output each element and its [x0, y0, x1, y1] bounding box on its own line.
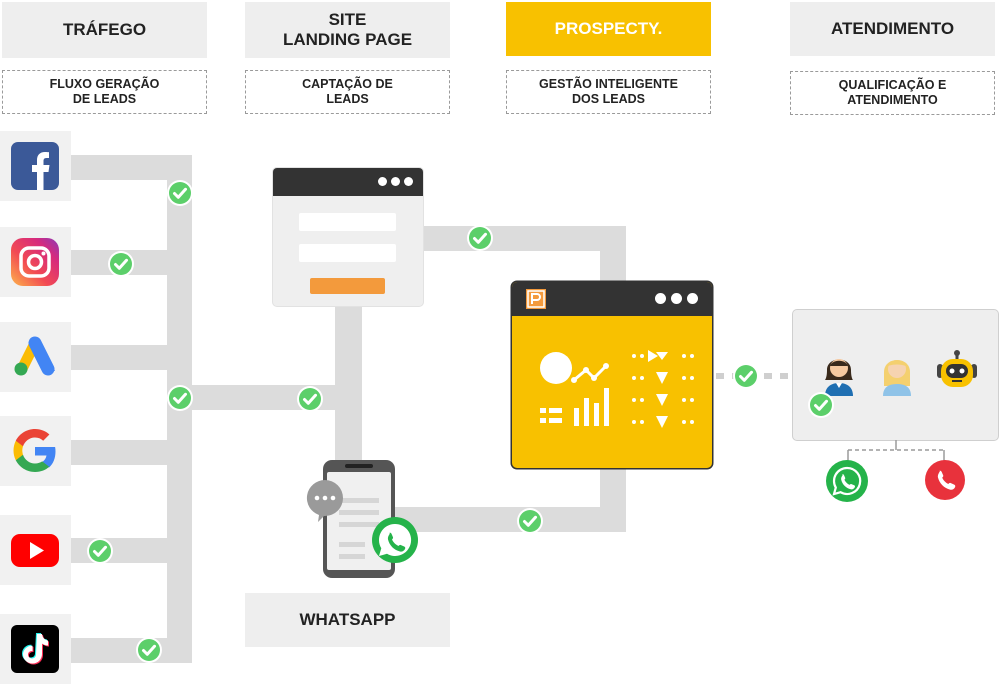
source-google-ads[interactable]: [0, 322, 71, 392]
whatsapp-phone-illustration: [306, 460, 418, 578]
google-icon: [13, 429, 56, 472]
google-ads-icon: [14, 336, 55, 376]
column-subtitle-atendimento: QUALIFICAÇÃO E ATENDIMENTO: [790, 71, 995, 115]
column-title-prospecty: PROSPECTY.: [506, 2, 711, 56]
connector-site-prospecty-down: [600, 226, 626, 286]
atendimento-panel: [793, 310, 998, 440]
source-youtube[interactable]: [0, 515, 71, 585]
check-icon: [517, 508, 543, 534]
column-subtitle-trafego: FLUXO GERAÇÃO DE LEADS: [2, 70, 207, 114]
connector-site-whatsapp: [335, 305, 362, 480]
check-icon: [167, 180, 193, 206]
check-icon: [136, 637, 162, 663]
connector-tiktok: [71, 638, 192, 663]
analytics-illustration: [540, 350, 694, 428]
phone-call-button[interactable]: [925, 460, 965, 500]
form-field-1[interactable]: [299, 213, 396, 231]
check-icon: [733, 363, 759, 389]
check-icon: [808, 392, 834, 418]
source-tiktok[interactable]: [0, 614, 71, 684]
form-submit-button[interactable]: [310, 278, 385, 294]
connector-site-prospecty: [420, 226, 626, 251]
source-google[interactable]: [0, 416, 71, 486]
connector-whatsapp-prospecty: [395, 507, 626, 532]
column-subtitle-prospecty: GESTÃO INTELIGENTE DOS LEADS: [506, 70, 711, 114]
window-dots-icon: [378, 177, 413, 186]
connector-google: [71, 440, 192, 465]
landing-page-window: [273, 168, 423, 306]
column-title-atendimento: ATENDIMENTO: [790, 2, 995, 56]
landing-page-titlebar: [273, 168, 423, 196]
check-icon: [87, 538, 113, 564]
prospecty-dashboard: [512, 282, 712, 468]
source-facebook[interactable]: [0, 131, 71, 201]
form-field-2[interactable]: [299, 244, 396, 262]
column-subtitle-site: CAPTAÇÃO DE LEADS: [245, 70, 450, 114]
connector-whatsapp-prospecty-up: [600, 465, 626, 532]
prospecty-logo-icon: [526, 289, 546, 309]
whatsapp-channel-button[interactable]: [826, 460, 868, 502]
source-instagram[interactable]: [0, 227, 71, 297]
connector-google-ads: [71, 345, 192, 370]
connector-facebook: [71, 155, 192, 180]
whatsapp-label: WHATSAPP: [245, 593, 450, 647]
column-title-site: SITE LANDING PAGE: [245, 2, 450, 58]
check-icon: [297, 386, 323, 412]
connector-to-site: [192, 385, 362, 410]
window-dots-icon: [655, 293, 698, 304]
column-title-trafego: TRÁFEGO: [2, 2, 207, 58]
youtube-icon: [11, 534, 59, 567]
facebook-icon: [11, 142, 59, 190]
check-icon: [108, 251, 134, 277]
check-icon: [167, 385, 193, 411]
prospecty-titlebar: [512, 282, 712, 316]
chatbot-robot-icon: [937, 350, 977, 387]
agent-woman-icon: [825, 359, 853, 396]
instagram-icon: [11, 238, 59, 286]
check-icon: [467, 225, 493, 251]
tiktok-icon: [11, 625, 59, 673]
agent-blonde-icon: [883, 360, 911, 396]
